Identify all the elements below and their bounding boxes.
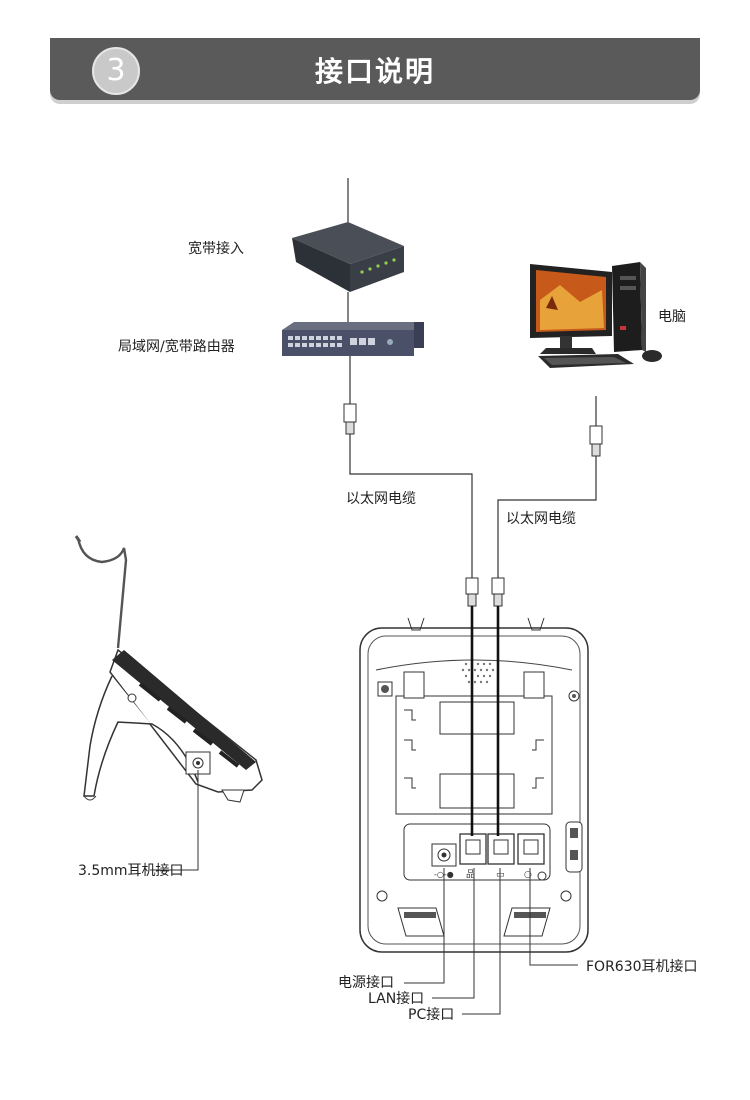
phone-back-view: -○-● 品 ▭ ○ (359, 617, 589, 953)
ethernet-cable-label-1: 以太网电缆 (346, 491, 416, 507)
ethernet-plug-icon (465, 577, 479, 607)
computer-label: 电脑 (658, 309, 686, 325)
power-port-label: 电源接口 (338, 975, 394, 991)
svg-text:○: ○ (524, 870, 532, 880)
modem-icon (292, 222, 404, 292)
ethernet-plug-icon (589, 425, 603, 457)
ethernet-cable-label-2: 以太网电缆 (506, 511, 576, 527)
section-title: 接口说明 (314, 55, 435, 88)
for630-headset-port-label: FOR630耳机接口 (586, 959, 698, 975)
computer-icon (530, 262, 662, 368)
broadband-access-label: 宽带接入 (188, 241, 244, 257)
headset-35mm-label: 3.5mm耳机接口 (78, 863, 184, 879)
lan-router-label: 局域网/宽带路由器 (118, 339, 235, 355)
phone-side-view (74, 535, 263, 803)
step-number-badge: 3 (92, 47, 140, 95)
lan-port-label: LAN接口 (368, 991, 425, 1007)
svg-text:品: 品 (466, 869, 475, 880)
ethernet-plug-icon (343, 403, 357, 435)
section-header: 3 接口说明 (50, 38, 700, 100)
pc-port-label: PC接口 (408, 1007, 455, 1023)
ethernet-plug-icon (491, 577, 505, 607)
router-switch-icon (282, 322, 424, 356)
